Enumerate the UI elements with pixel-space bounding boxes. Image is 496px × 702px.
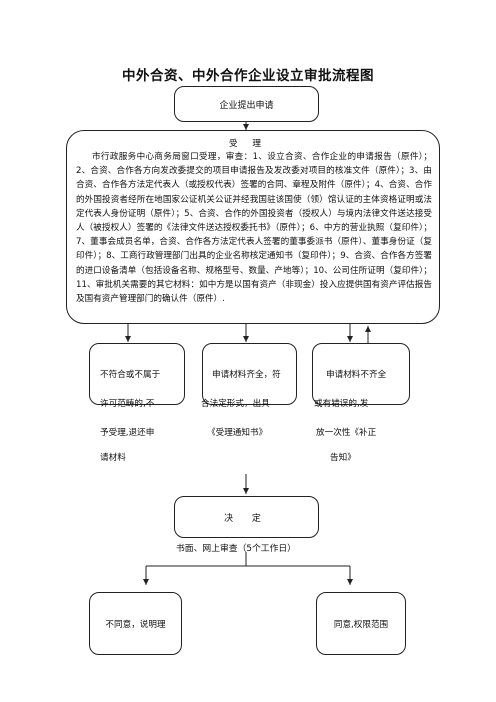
complete-line: 《受理通知书》 xyxy=(207,428,268,438)
decision-note: 书面、网上审查（5个工作日） xyxy=(176,544,296,554)
incomplete-line: 或有错误的,发 xyxy=(314,399,369,409)
incomplete-line: 申请材料不齐全 xyxy=(326,370,387,380)
step-decision: 决 定 xyxy=(174,496,319,538)
reject-line: 请材料 xyxy=(100,453,126,463)
outcome-deny-label: 不同意，说明理 xyxy=(105,619,166,630)
reject-line: 不符合或不属于 xyxy=(100,370,161,380)
complete-line: 合法定形式，出具 xyxy=(201,399,270,409)
branch-complete xyxy=(202,343,297,405)
incomplete-line: 放一次性《补正 xyxy=(316,428,377,438)
outcome-approve: 同意,权限范围 xyxy=(316,592,406,655)
outcome-deny: 不同意，说明理 xyxy=(89,592,182,655)
branch-incomplete xyxy=(312,343,410,405)
step-apply-label: 企业提出申请 xyxy=(219,100,274,111)
branch-reject xyxy=(89,343,185,405)
outcome-approve-label: 同意,权限范围 xyxy=(333,619,389,630)
step-apply: 企业提出申请 xyxy=(174,86,319,122)
decision-label: 决 定 xyxy=(224,513,269,524)
reject-line: 许可范畴的,不 xyxy=(100,399,155,409)
page-title: 中外合资、中外合作企业设立审批流程图 xyxy=(122,68,374,84)
incomplete-line: 告知》 xyxy=(330,453,356,463)
accept-heading: 受 理 xyxy=(229,139,267,149)
step-accept xyxy=(66,130,440,324)
reject-line: 予受理,退还申 xyxy=(100,428,155,438)
complete-line: 申请材料齐全，符 xyxy=(212,370,281,380)
accept-body: 市行政服务中心商务局窗口受理，审查：1、设立合资、合作企业的申请报告（原件）；2… xyxy=(76,152,432,305)
